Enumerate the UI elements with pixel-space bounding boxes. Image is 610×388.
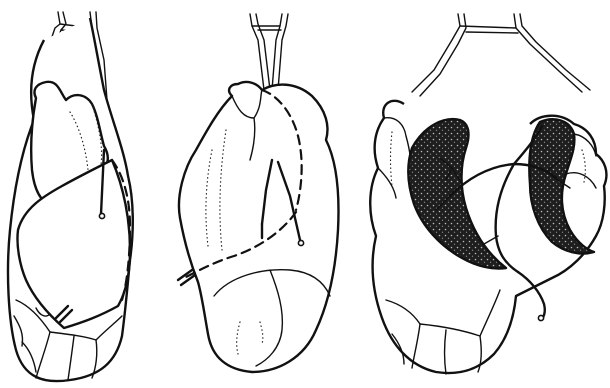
center-organ-outline [179,82,339,372]
right-duct [412,14,590,96]
center-panel [178,14,339,372]
left-panel [8,12,133,381]
right-panel [370,14,606,374]
